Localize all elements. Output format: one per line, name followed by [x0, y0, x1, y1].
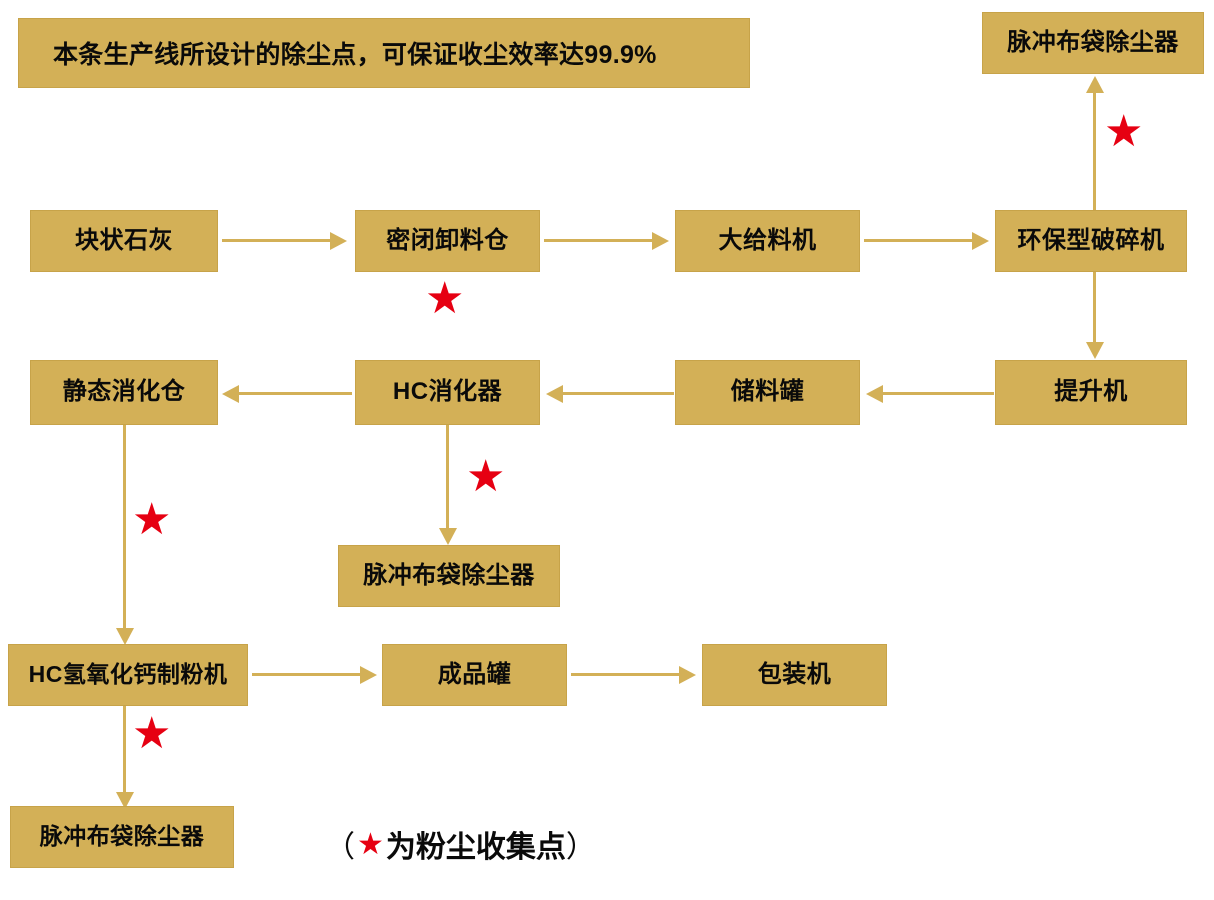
node-dust-collector-top-right[interactable]: 脉冲布袋除尘器: [982, 12, 1204, 74]
arrowhead-down-elevator: [1086, 342, 1104, 359]
node-elevator[interactable]: 提升机: [995, 360, 1187, 425]
node-label: 环保型破碎机: [1017, 226, 1165, 254]
node-label: 脉冲布袋除尘器: [1007, 28, 1179, 56]
arrowhead-left-storage-tank: [866, 385, 883, 403]
star-crusher-icon: ★: [1104, 106, 1144, 157]
star-unloading-icon: ★: [425, 273, 465, 324]
legend-star-icon: ★: [357, 826, 384, 862]
connector-elevator-to-storage: [882, 392, 994, 395]
star-mill-icon: ★: [132, 708, 172, 759]
arrowhead-right-packaging: [679, 666, 696, 684]
node-static-digestion-bin[interactable]: 静态消化仓: [30, 360, 218, 425]
arrowhead-down-middle-collector: [439, 528, 457, 545]
star-static-icon: ★: [132, 494, 172, 545]
node-label: HC消化器: [392, 378, 503, 406]
title-banner: 本条生产线所设计的除尘点，可保证收尘效率达99.9%: [18, 18, 750, 88]
node-hc-hydrated-lime-mill[interactable]: HC氢氧化钙制粉机: [8, 644, 248, 706]
title-banner-label: 本条生产线所设计的除尘点，可保证收尘效率达99.9%: [53, 41, 657, 69]
connector-feeder-to-crusher: [864, 239, 974, 242]
arrowhead-left-static-bin: [222, 385, 239, 403]
legend-text: 为粉尘收集点: [385, 831, 566, 864]
node-label: 块状石灰: [75, 226, 173, 254]
node-sealed-unloading-bin[interactable]: 密闭卸料仓: [355, 210, 540, 272]
node-large-feeder[interactable]: 大给料机: [675, 210, 860, 272]
node-label: HC氢氧化钙制粉机: [28, 661, 228, 688]
connector-unloading-to-feeder: [544, 239, 654, 242]
node-label: 包装机: [757, 660, 832, 688]
legend: （ ★ 为粉尘收集点 ）: [325, 822, 596, 866]
connector-mill-to-bottom-collector: [123, 706, 126, 794]
connector-crusher-to-elevator: [1093, 272, 1096, 344]
arrowhead-up-top-collector: [1086, 76, 1104, 93]
arrowhead-right-unloading: [330, 232, 347, 250]
star-digester-icon: ★: [466, 451, 506, 502]
legend-open-paren: （: [325, 831, 355, 864]
arrowhead-right-crusher: [972, 232, 989, 250]
legend-close-paren: ）: [565, 831, 596, 864]
arrowhead-down-mill: [116, 628, 134, 645]
arrowhead-left-digester: [546, 385, 563, 403]
node-label: 储料罐: [730, 378, 805, 406]
connector-lime-to-unloading: [222, 239, 332, 242]
node-dust-collector-middle[interactable]: 脉冲布袋除尘器: [338, 545, 560, 607]
node-dust-collector-bottom[interactable]: 脉冲布袋除尘器: [10, 806, 234, 868]
arrowhead-right-finished-tank: [360, 666, 377, 684]
node-label: 提升机: [1054, 378, 1128, 406]
node-block-lime[interactable]: 块状石灰: [30, 210, 218, 272]
node-finished-product-tank[interactable]: 成品罐: [382, 644, 567, 706]
node-storage-tank[interactable]: 储料罐: [675, 360, 860, 425]
node-label: 脉冲布袋除尘器: [363, 561, 535, 589]
connector-finished-tank-to-packaging: [571, 673, 681, 676]
connector-digester-to-static-bin: [238, 392, 352, 395]
node-hc-digester[interactable]: HC消化器: [355, 360, 540, 425]
connector-digester-to-middle-collector: [446, 425, 449, 530]
node-eco-crusher[interactable]: 环保型破碎机: [995, 210, 1187, 272]
node-label: 脉冲布袋除尘器: [39, 823, 205, 850]
node-label: 密闭卸料仓: [386, 226, 509, 254]
node-packaging-machine[interactable]: 包装机: [702, 644, 887, 706]
connector-storage-to-digester: [562, 392, 674, 395]
arrowhead-right-feeder: [652, 232, 669, 250]
connector-crusher-to-top-collector: [1093, 92, 1096, 212]
node-label: 大给料机: [718, 226, 817, 254]
arrowhead-down-bottom-collector: [116, 792, 134, 809]
node-label: 静态消化仓: [62, 378, 186, 406]
connector-static-bin-to-mill: [123, 425, 126, 630]
node-label: 成品罐: [437, 660, 512, 688]
connector-mill-to-finished-tank: [252, 673, 362, 676]
